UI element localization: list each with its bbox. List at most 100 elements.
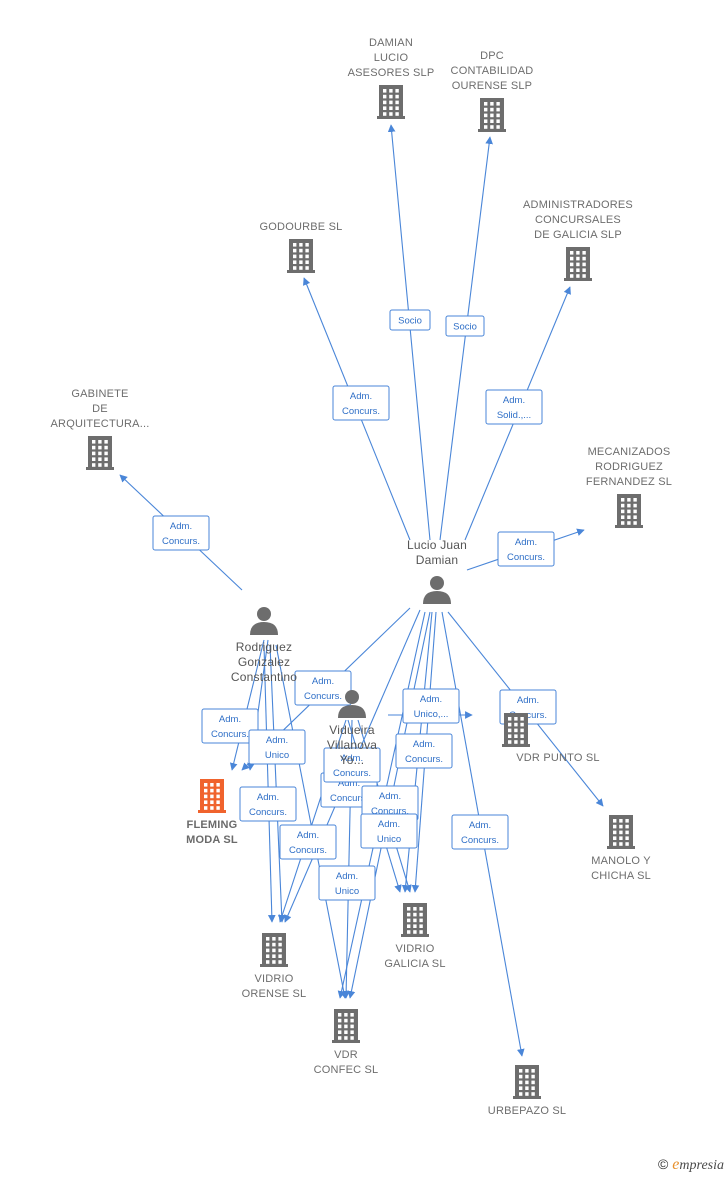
node-godourbe[interactable]: GODOURBE SL (260, 221, 343, 273)
edge-line (387, 124, 431, 541)
relation-text: Concurs. (249, 807, 287, 818)
relation-text: Adm. (338, 778, 360, 789)
relation-label-r-conc-c[interactable]: Adm.Concurs. (395, 733, 453, 769)
relation-label-r-fleming-1[interactable]: Adm.Concurs. (201, 708, 259, 744)
relation-label-r-unico-1[interactable]: Adm.Unico (248, 729, 306, 765)
node-label: Gonzalez (238, 655, 290, 669)
building-icon (332, 1009, 360, 1043)
person-icon (338, 690, 366, 718)
node-label: Yo... (340, 753, 365, 767)
relation-text: Adm. (170, 521, 192, 532)
node-vidueira[interactable]: VidueiraVillanovaYo... (327, 690, 377, 767)
relation-label-r-unico-3[interactable]: Adm.Unico (318, 865, 376, 901)
relation-box[interactable] (485, 389, 543, 425)
node-label: DPC (480, 50, 504, 62)
node-label: GALICIA SL (384, 958, 445, 970)
copyright-symbol: © (657, 1156, 669, 1172)
relation-text: Unico (335, 886, 359, 897)
relation-box[interactable] (402, 688, 460, 724)
node-vdr-punto[interactable]: VDR PUNTO SL (502, 713, 600, 764)
relation-label-r-mecanizados[interactable]: Adm.Concurs. (497, 531, 555, 567)
node-label: VDR (334, 1049, 358, 1061)
relation-text: Adm. (469, 820, 491, 831)
relation-box[interactable] (294, 670, 352, 706)
relation-box[interactable] (201, 708, 259, 744)
relation-text: Concurs. (330, 793, 368, 804)
relation-text: Adm. (413, 739, 435, 750)
node-label: Vidueira (329, 723, 375, 737)
node-label: LUCIO (374, 52, 409, 64)
copyright-footer: ©empresia (658, 1156, 724, 1174)
relation-text: Adm. (257, 792, 279, 803)
building-icon (478, 98, 506, 132)
relation-box[interactable] (248, 729, 306, 765)
relation-text: Solid.,... (497, 410, 531, 421)
relation-text: Adm. (297, 830, 319, 841)
relation-box[interactable] (323, 747, 381, 783)
building-icon (564, 247, 592, 281)
relation-label-r-godourbe[interactable]: Adm.Concurs. (332, 385, 390, 421)
relation-box[interactable] (445, 315, 485, 337)
relation-box[interactable] (497, 531, 555, 567)
node-label: Lucio Juan (407, 538, 467, 552)
node-label: ASESORES SLP (348, 67, 435, 79)
relation-label-r-conc-a[interactable]: Adm. Concurs. (239, 786, 297, 822)
relation-label-r-admin-conc[interactable]: Adm.Solid.,... (485, 389, 543, 425)
node-gabinete[interactable]: GABINETEDEARQUITECTURA... (51, 388, 150, 470)
relation-label-r-unico-vdr[interactable]: Adm.Unico,... (402, 688, 460, 724)
edge-line (269, 644, 286, 923)
building-icon (615, 494, 643, 528)
relation-box[interactable] (389, 309, 431, 331)
person-icon (423, 576, 451, 604)
node-label: Constantino (231, 670, 297, 684)
node-label: MECANIZADOS (588, 446, 671, 458)
node-label: CHICHA SL (591, 870, 651, 882)
building-icon (260, 933, 288, 967)
relation-text: Adm. (378, 819, 400, 830)
relation-label-r-socio-1[interactable]: Socio (389, 309, 431, 331)
relation-box[interactable] (279, 824, 337, 860)
brand-logo-initial: e (672, 1156, 680, 1173)
node-label: VIDRIO (395, 943, 434, 955)
brand-logo-text: mpresia (679, 1158, 724, 1173)
relation-box[interactable] (332, 385, 390, 421)
node-urbepazo[interactable]: URBEPAZO SL (488, 1065, 566, 1117)
relation-label-r-gabinete[interactable]: Adm.Concurs. (152, 515, 210, 551)
relation-text: Socio (453, 322, 477, 333)
relation-label-r-conc-d[interactable]: Adm.Concurs. (279, 824, 337, 860)
building-icon (377, 85, 405, 119)
relation-text: Unico (377, 834, 401, 845)
relation-box[interactable] (152, 515, 210, 551)
node-label: ORENSE SL (242, 988, 307, 1000)
relation-label-r-unico-2[interactable]: Adm. Unico (360, 813, 418, 849)
relation-text: Concurs. (211, 729, 249, 740)
edge-line (439, 136, 493, 541)
relation-label-r-socio-2[interactable]: Socio (445, 315, 485, 337)
relation-box[interactable] (451, 814, 509, 850)
relation-label-r-urbepazo[interactable]: Adm.Concurs. (451, 814, 509, 850)
node-vidrio-galicia[interactable]: VIDRIO GALICIA SL (384, 903, 445, 970)
relation-label-r-conc-f[interactable]: Adm.Concurs. (323, 747, 381, 783)
relation-box[interactable] (395, 733, 453, 769)
relation-box[interactable] (360, 813, 418, 849)
relation-box[interactable] (318, 865, 376, 901)
relation-text: Adm. (266, 735, 288, 746)
relation-box[interactable] (239, 786, 297, 822)
building-icon (502, 713, 530, 747)
relation-text: Concurs. (342, 406, 380, 417)
relation-label-r-fleming-2[interactable]: Adm.Concurs. (294, 670, 352, 706)
node-label: CONTABILIDAD (451, 65, 534, 77)
building-icon (401, 903, 429, 937)
